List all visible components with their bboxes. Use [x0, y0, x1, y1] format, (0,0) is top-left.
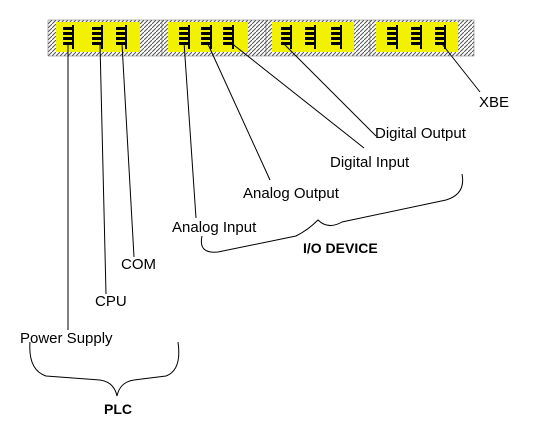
label-com: COM	[121, 256, 156, 273]
plc-brace	[29, 341, 180, 397]
label-power-supply: Power Supply	[20, 330, 113, 347]
rack-module-analog-io	[161, 19, 267, 57]
label-digital-input: Digital Input	[330, 154, 410, 171]
label-xbe: XBE	[479, 94, 510, 111]
leader-line-analog-input	[183, 41, 197, 219]
leader-line-cpu	[99, 43, 107, 295]
leader-line-analog-output	[206, 41, 271, 181]
leader-line-digital-output	[281, 41, 377, 137]
label-analog-input: Analog Input	[172, 219, 257, 236]
label-digital-output: Digital Output	[375, 125, 466, 142]
leader-line-xbe	[441, 43, 481, 93]
io-device-brace	[200, 173, 464, 253]
label-analog-output: Analog Output	[243, 185, 339, 202]
leader-line-digital-input	[229, 41, 365, 149]
leader-line-com	[121, 43, 135, 258]
label-plc: PLC	[104, 401, 132, 417]
rack-module-xbe	[369, 19, 475, 57]
rack-module-plc	[47, 19, 163, 57]
label-cpu: CPU	[95, 293, 127, 310]
label-io-device: I/O DEVICE	[303, 240, 378, 256]
rack-module-digital-io	[265, 19, 371, 57]
